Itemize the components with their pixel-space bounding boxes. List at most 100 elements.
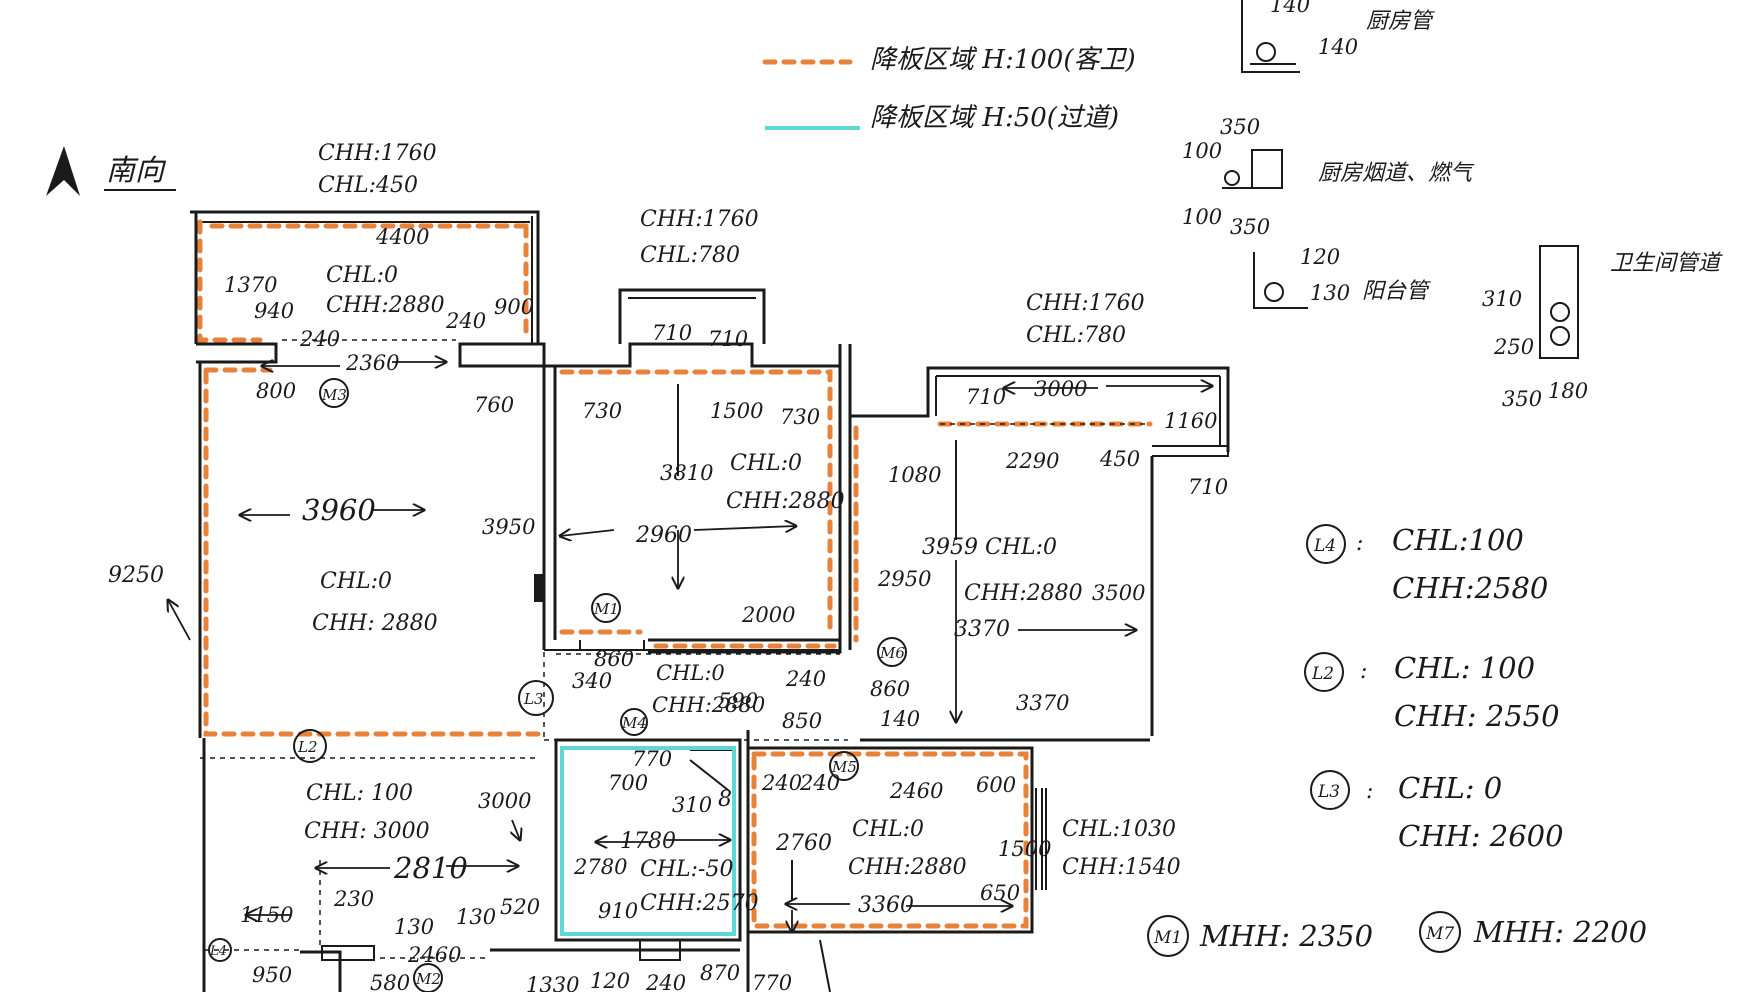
dim-label: 760 (474, 393, 514, 417)
dotted-lines (200, 339, 1150, 959)
dim-label: 120 (590, 969, 630, 992)
dim-label: 3360 (858, 893, 914, 918)
marker-l2-label: L2 (297, 738, 318, 756)
dim-label: 1160 (1164, 409, 1217, 433)
plan-markers: M3 M1 M6 M4 M5 M2 L2 L3 L4 (208, 378, 907, 992)
dim-label: 310 (1482, 287, 1522, 311)
marker-l3-label: L3 (523, 690, 544, 708)
spec-m1-val: MHH: 2350 (1199, 919, 1373, 953)
dim-label: 130 (456, 905, 496, 929)
dim-label: 240 (445, 309, 486, 333)
dim-label: 1330 (526, 973, 579, 992)
room-living-hh: CHH: 2880 (312, 611, 438, 636)
kitchen-pipe-label: 厨房管 (1366, 9, 1435, 34)
dim-label: 340 (572, 669, 612, 693)
marker-l2 (293, 729, 327, 763)
dim-label: 2290 (1005, 449, 1059, 473)
spec-colon: : (1366, 779, 1373, 804)
north-indicator: 南向 (46, 146, 176, 196)
north-arrow-icon (46, 146, 80, 196)
dimension-values: 4400 1370 940 240 240 900 2360 800 760 7… (108, 225, 1228, 992)
kitchen-pipe-icon (1256, 42, 1276, 62)
marker-m2 (413, 963, 443, 992)
dim-label: 3500 (1092, 581, 1145, 605)
dim-label: 140 (1270, 0, 1310, 17)
dim-label: 2760 (775, 831, 832, 856)
dim-label: 130 (1310, 281, 1350, 305)
spec-colon: : (1356, 531, 1363, 556)
room-bedroom-hh: CHH:2880 (848, 855, 967, 880)
room-tm-balcony-hh: CHH:1760 (640, 207, 759, 232)
dimension-arrows (168, 362, 1212, 932)
dim-label: 100 (1182, 205, 1222, 229)
room-dining-hl: CHL: 100 (306, 781, 413, 806)
spec-list: L4 : CHL:100 CHH:2580 L2 : CHL: 100 CHH:… (1147, 523, 1647, 957)
dim-label: 100 (1182, 139, 1222, 163)
marker-l4 (208, 938, 232, 962)
dim-label: 950 (252, 963, 292, 987)
bath-pipe-icon (1539, 245, 1579, 359)
door-stub (534, 574, 544, 602)
spec-l3-hl: CHL: 0 (1398, 771, 1502, 805)
dim-label: 240 (761, 771, 802, 795)
dim-label: 710 (1188, 475, 1228, 499)
legend: 降板区域 H:100(客卫) 降板区域 H:50(过道) (762, 45, 1136, 133)
dim-label: 1500 (998, 837, 1051, 861)
dim-label: 3370 (954, 617, 1010, 642)
dim-label: 940 (254, 299, 294, 323)
dim-label: 710 (652, 321, 692, 345)
room-living-hl: CHL:0 (320, 569, 392, 594)
marker-l4-label: L4 (209, 944, 227, 959)
dim-label: 120 (1300, 245, 1340, 269)
marker-m3-label: M3 (321, 386, 347, 404)
spec-m7-tag-label: M7 (1425, 924, 1454, 944)
dim-label: 2810 (393, 851, 468, 885)
dim-label: 310 (672, 793, 712, 817)
dim-label: 710 (708, 327, 748, 351)
marker-m6 (877, 637, 907, 667)
dim-label: 870 (700, 961, 740, 985)
dim-label: 860 (594, 647, 634, 671)
dim-label: 240 (645, 971, 686, 992)
dim-label: 1150 (240, 903, 293, 927)
spec-l2-hl: CHL: 100 (1394, 651, 1535, 685)
dim-label: 8 (718, 787, 732, 812)
room-dining-hh: CHH: 3000 (304, 819, 430, 844)
legend-label-recessed-100: 降板区域 H:100(客卫) (870, 45, 1136, 75)
marker-m5-label: M5 (831, 758, 857, 776)
bath-pipe-label: 卫生间管道 (1610, 251, 1723, 276)
dim-label: 730 (780, 405, 820, 429)
dim-label: 130 (394, 915, 434, 939)
dim-label: 350 (1220, 115, 1260, 139)
spec-l4-tag (1306, 524, 1346, 564)
marker-m5 (829, 751, 859, 781)
dim-label: 3960 (302, 493, 376, 527)
dim-label: 1500 (710, 399, 763, 423)
dim-label: 2960 (635, 523, 692, 548)
marker-m1 (591, 593, 621, 623)
spec-m1-tag-label: M1 (1153, 928, 1182, 948)
marker-m1-label: M1 (593, 600, 619, 618)
marker-m2-label: M2 (415, 970, 441, 988)
north-label: 南向 (106, 153, 167, 187)
dim-label: 3810 (660, 461, 713, 485)
dim-label: 240 (785, 667, 826, 691)
dim-label: 520 (500, 895, 540, 919)
room-window-hl: CHL:1030 (1062, 817, 1176, 842)
room-right-hh: CHH:2880 (964, 581, 1083, 606)
room-tl-balcony-hh2: CHH:2880 (326, 293, 445, 318)
room-mid-hl: CHL:0 (730, 451, 802, 476)
dim-label: 240 (299, 327, 340, 351)
dim-label: 710 (966, 385, 1006, 409)
dim-label: 700 (608, 771, 648, 795)
room-window-hh: CHH:1540 (1062, 855, 1181, 880)
dim-label: 770 (632, 747, 672, 771)
dim-label: 350 (1230, 215, 1270, 239)
marker-m4-label: M4 (621, 714, 647, 732)
room-corridor-hh: CHH:2880 (652, 693, 765, 717)
dim-label: 1080 (888, 463, 941, 487)
marker-l3 (518, 680, 554, 716)
spec-l2-hh: CHH: 2550 (1394, 699, 1560, 733)
spec-l2-tag (1304, 652, 1344, 692)
dim-label: 850 (782, 709, 822, 733)
